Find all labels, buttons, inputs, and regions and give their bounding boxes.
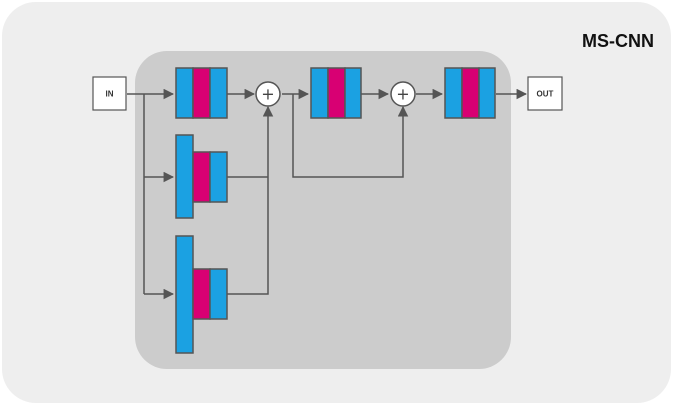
plus-icon: + — [261, 85, 274, 104]
block-layer-magenta — [192, 67, 211, 119]
block-layer-magenta — [327, 67, 346, 119]
block-layer-blue — [310, 67, 329, 119]
block-layer-blue-tall — [175, 134, 194, 219]
block-layer-blue — [209, 67, 228, 119]
plus-icon-circle — [255, 81, 281, 107]
plus-icon-circle — [390, 81, 416, 107]
diagram-title: MS-CNN — [582, 31, 654, 51]
block-layer-blue-tall — [175, 235, 194, 354]
block-layer-blue — [209, 151, 228, 203]
input-node: IN — [92, 76, 127, 111]
adder-node-1: + — [255, 81, 281, 107]
block-layer-blue — [444, 67, 463, 119]
conv-block-branch-3 — [175, 235, 228, 354]
plus-icon: + — [396, 85, 409, 104]
conv-block-branch-2 — [175, 134, 228, 219]
conv-block-4 — [310, 67, 362, 119]
block-layer-blue — [478, 67, 496, 119]
block-layer-magenta — [192, 151, 211, 203]
conv-block-branch-1 — [175, 67, 228, 119]
arrow-branch-3-to-adder-1 — [227, 105, 274, 295]
inner-panel — [135, 51, 511, 369]
block-layer-blue — [209, 268, 228, 320]
connections — [127, 88, 528, 300]
arrow-skip-connection — [292, 94, 409, 178]
block-layer-magenta — [461, 67, 480, 119]
input-label: IN — [106, 90, 114, 99]
output-label: OUT — [537, 90, 554, 99]
block-layer-magenta — [192, 268, 211, 320]
output-node: OUT — [527, 76, 563, 111]
adder-node-2: + — [390, 81, 416, 107]
conv-block-5 — [444, 67, 496, 119]
block-layer-blue — [175, 67, 194, 119]
block-layer-blue — [344, 67, 362, 119]
